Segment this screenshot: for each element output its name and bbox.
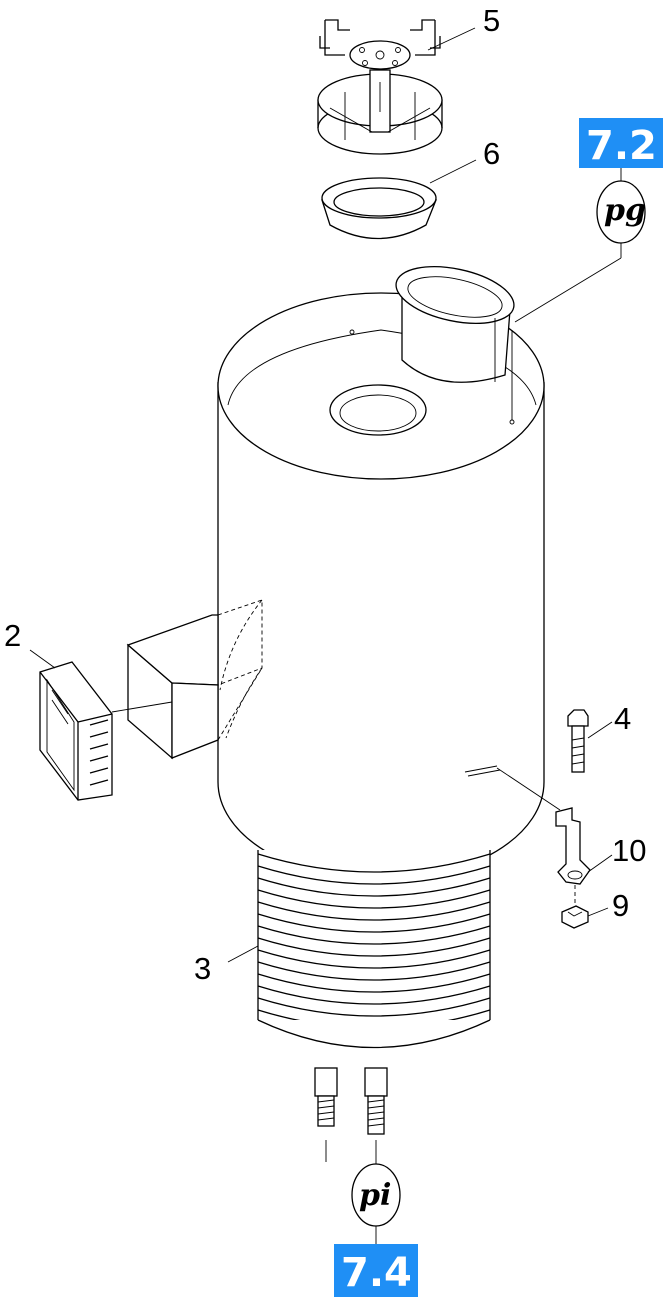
leader-9 — [587, 907, 609, 917]
callout-9: 9 — [612, 888, 629, 923]
part-3-finned-heat-exchanger — [257, 850, 491, 1050]
callout-2: 2 — [4, 618, 21, 653]
part-10-bracket — [496, 767, 591, 885]
part-2-square-grille — [39, 661, 173, 801]
leader-4 — [587, 721, 613, 739]
callout-4: 4 — [614, 701, 631, 736]
part-9-clip-nut — [561, 885, 589, 929]
callout-6: 6 — [483, 136, 500, 171]
part-oval-exhaust-outlet — [395, 266, 515, 383]
reference-tag-7-2-label: 7.2 — [586, 123, 657, 169]
leader-6 — [429, 159, 477, 184]
part-5-vent-cap — [317, 19, 443, 155]
part-6-gasket-ring — [321, 177, 437, 240]
callout-3: 3 — [194, 951, 211, 986]
reference-oval-pi-label: pi — [359, 1178, 391, 1213]
callout-10: 10 — [612, 833, 646, 868]
part-4-bolt — [567, 709, 589, 773]
reference-oval-pg-label: pg — [604, 193, 646, 228]
reference-tag-7-2 — [579, 118, 663, 168]
leader-5 — [427, 27, 476, 51]
part-side-square-duct — [126, 599, 263, 760]
leader-10 — [587, 854, 613, 873]
leader-3 — [227, 945, 259, 963]
reference-tag-7-4 — [334, 1244, 418, 1297]
leader-2 — [29, 649, 56, 669]
part-threaded-fittings — [314, 1067, 388, 1162]
callout-5: 5 — [483, 3, 500, 38]
reference-tag-7-4-label: 7.4 — [341, 1250, 412, 1296]
